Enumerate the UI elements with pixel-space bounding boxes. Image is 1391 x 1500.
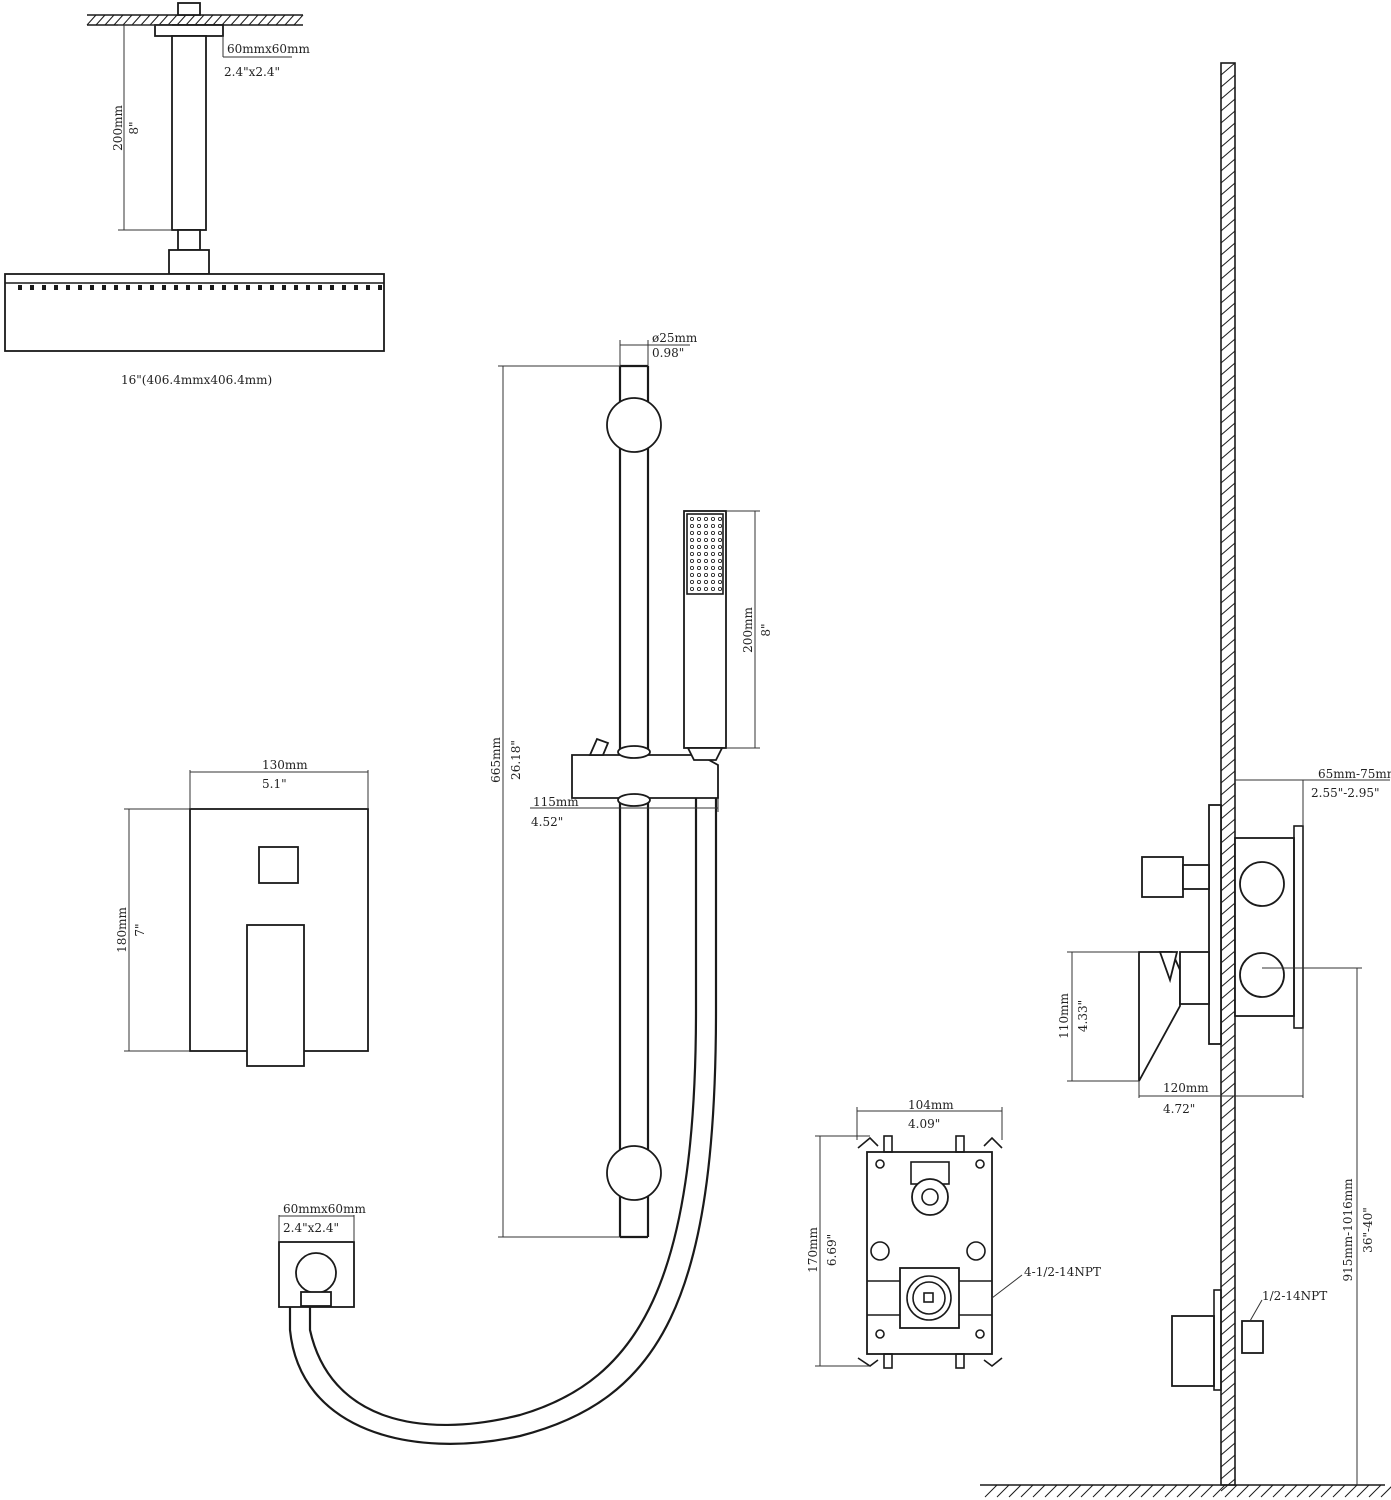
- outlet-section-metric: 60mmx60mm: [283, 1202, 366, 1216]
- install-height-metric: 915mm-1016mm: [1341, 1178, 1355, 1282]
- arm-length-imperial: 8": [127, 121, 141, 134]
- side-outlet: [1171, 1315, 1215, 1387]
- ceiling-flange: [154, 24, 224, 37]
- trim-height-metric: 180mm: [115, 907, 129, 953]
- side-diverter-button: [1141, 856, 1184, 898]
- hand-shower-nozzles: [690, 517, 723, 592]
- bar-diameter-metric: ø25mm: [652, 331, 698, 345]
- valve-height-imperial: 6.69": [825, 1234, 839, 1266]
- ceiling-mount-cap: [177, 2, 201, 16]
- trim-height-imperial: 7": [133, 923, 147, 936]
- side-trim-plate: [1208, 804, 1222, 1045]
- diverter-button: [258, 846, 299, 884]
- slide-bar-assembly: ø25mm 0.98" 665mm 26.18" 115mm 4.52" 200…: [288, 331, 773, 1445]
- water-outlet-assembly: 60mmx60mm 2.4"x2.4": [278, 1202, 366, 1308]
- trim-plate-assembly: 130mm 5.1" 180mm 7": [115, 758, 369, 1067]
- rain-shower-assembly: 60mmx60mm 2.4"x2.4" 200mm 8" 16"(406.4mm…: [4, 2, 385, 387]
- mount-tab: [857, 1136, 879, 1149]
- holder-lever: [588, 737, 610, 756]
- holder-projection-imperial: 4.52": [531, 815, 563, 829]
- valve-height-metric: 170mm: [806, 1227, 820, 1273]
- install-height-imperial: 36"-40": [1361, 1207, 1375, 1253]
- arm-section-metric: 60mmx60mm: [227, 42, 310, 56]
- side-mixer-handle: [1138, 951, 1181, 1082]
- trim-width-metric: 130mm: [262, 758, 308, 772]
- side-mixer-port: [1239, 952, 1285, 998]
- shower-arm: [171, 35, 207, 231]
- valve-cartridge: [899, 1267, 960, 1329]
- shower-nozzles: [18, 285, 382, 290]
- hand-shower: [683, 510, 727, 749]
- outlet-nut: [300, 1291, 332, 1307]
- bottom-bar-bracket: [606, 1145, 662, 1201]
- handle-height-imperial: 4.33": [1076, 1000, 1090, 1032]
- head-connector: [168, 249, 210, 275]
- hand-shower-length-imperial: 8": [759, 623, 773, 636]
- ceiling-hatch: [86, 14, 304, 26]
- wall-depth-imperial: 2.55"-2.95": [1311, 786, 1380, 800]
- outlet-section-imperial: 2.4"x2.4": [283, 1221, 339, 1235]
- head-size-label: 16"(406.4mmx406.4mm): [121, 373, 272, 387]
- handle-projection-imperial: 4.72": [1163, 1102, 1195, 1116]
- valve-connections-label: 4-1/2-14NPT: [1024, 1265, 1101, 1279]
- arm-section-imperial: 2.4"x2.4": [224, 65, 280, 79]
- shower-hose: [308, 798, 698, 1426]
- valve-top-port: [911, 1178, 949, 1216]
- arm-length-metric: 200mm: [111, 105, 125, 151]
- wall-section: [1220, 62, 1236, 1486]
- hand-shower-holder: [571, 754, 719, 799]
- handle-projection-metric: 120mm: [1163, 1081, 1209, 1095]
- valve-width-imperial: 4.09": [908, 1117, 940, 1131]
- arm-nut: [177, 229, 201, 251]
- water-outlet-ball: [295, 1252, 337, 1294]
- supply-stub: [1241, 1320, 1264, 1354]
- hand-shower-length-metric: 200mm: [741, 607, 755, 653]
- mixer-handle: [246, 924, 305, 1067]
- top-bar-bracket: [606, 397, 662, 453]
- bar-length-imperial: 26.18": [509, 740, 523, 780]
- wall-depth-metric: 65mm-75mm: [1318, 767, 1391, 781]
- side-view-assembly: 65mm-75mm 2.55"-2.95" 110mm 4.33" 120mm …: [980, 62, 1391, 1498]
- supply-connection-label: 1/2-14NPT: [1262, 1289, 1327, 1303]
- bar-length-metric: 665mm: [489, 737, 503, 783]
- holder-projection-metric: 115mm: [533, 795, 579, 809]
- side-diverter-port: [1239, 861, 1285, 907]
- bar-diameter-imperial: 0.98": [652, 346, 684, 360]
- rain-shower-head: [4, 273, 385, 352]
- trim-width-imperial: 5.1": [262, 777, 287, 791]
- valve-body-assembly: 104mm 4.09" 170mm 6.69" 4-1/2-14NPT: [806, 1098, 1101, 1369]
- handle-height-metric: 110mm: [1057, 993, 1071, 1039]
- valve-width-metric: 104mm: [908, 1098, 954, 1112]
